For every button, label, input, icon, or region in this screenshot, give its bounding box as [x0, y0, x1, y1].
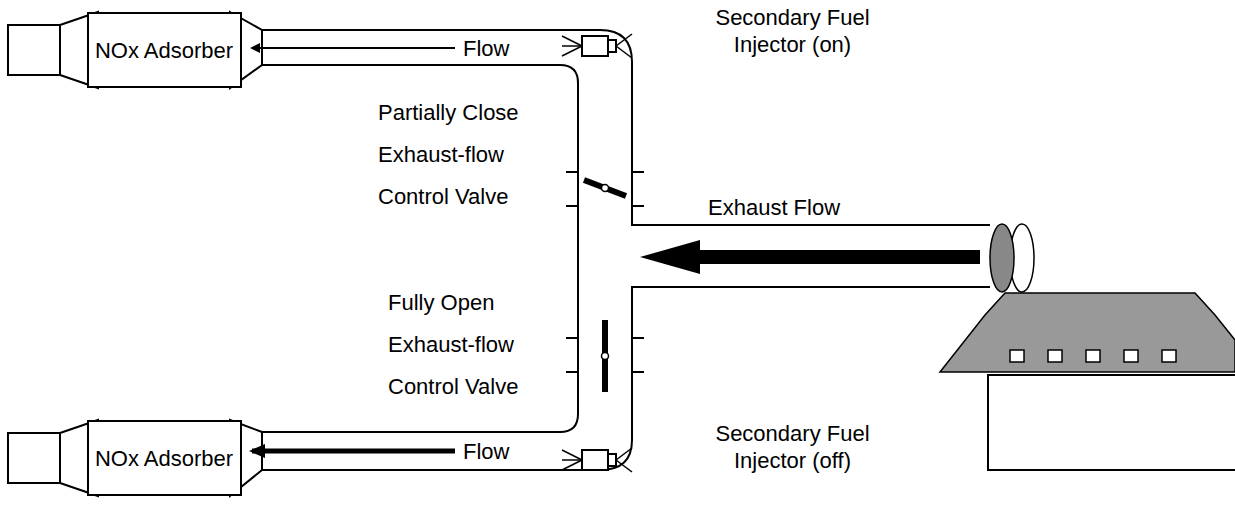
valve-pivot [602, 185, 609, 192]
fuel-injector [608, 454, 616, 466]
injector-lead [562, 34, 632, 472]
fuel-injector [582, 36, 608, 56]
exhaust-pipe [262, 30, 990, 470]
engine-block [988, 375, 1235, 470]
valve-label: Fully Open Exhaust-flow Control Valve [388, 282, 563, 408]
flow-label: Flow [460, 35, 512, 62]
fuel-injector [608, 40, 616, 52]
node-text: NOx Adsorber [95, 445, 233, 472]
injector-label: Secondary Fuel Injector (on) [715, 4, 870, 58]
flow-arrow [252, 449, 455, 454]
outlet-pipe [8, 433, 60, 483]
exhaust-arrow [640, 240, 700, 274]
valve-pivot [602, 353, 609, 360]
turbo-wheel [990, 224, 1014, 292]
valve-plate [584, 180, 626, 196]
flow-label: Flow [460, 438, 512, 465]
valve-plate [602, 320, 608, 392]
exhaust-arrow [700, 250, 980, 264]
injector-label: Secondary Fuel Injector (off) [715, 420, 870, 474]
fuel-injector [582, 450, 608, 470]
flow-arrow [252, 47, 455, 49]
adsorber-box: NOx Adsorber [87, 420, 242, 496]
adsorber-box: NOx Adsorber [87, 12, 242, 88]
exhaust-label: Exhaust Flow [708, 194, 840, 221]
outlet-pipe [8, 25, 60, 75]
valve-label: Partially Close Exhaust-flow Control Val… [378, 92, 563, 218]
node-text: NOx Adsorber [95, 37, 233, 64]
exhaust-port [1010, 350, 1176, 362]
exhaust-manifold [940, 293, 1235, 372]
